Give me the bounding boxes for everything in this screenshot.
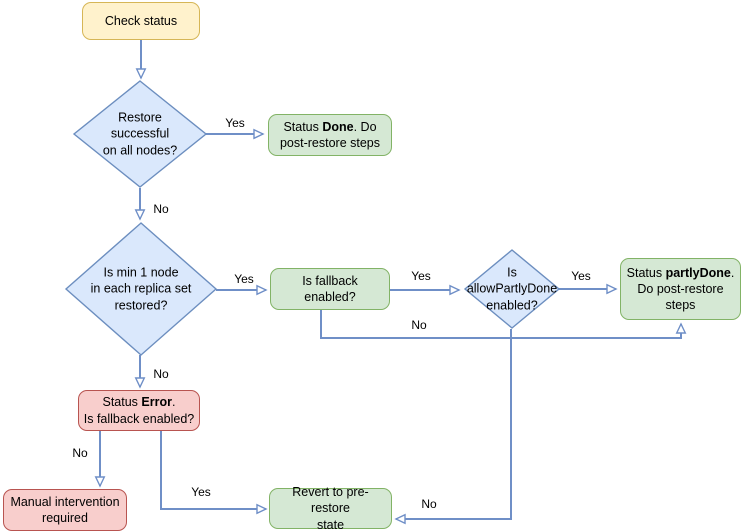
node-status-done: Status Done. Do post-restore steps — [268, 114, 392, 156]
node-status-error-label: Status Error. Is fallback enabled? — [83, 395, 195, 426]
node-status-partly-done-label: Status partlyDone. Do post-restore steps — [626, 265, 735, 313]
diamonds — [64, 80, 561, 356]
node-status-error: Status Error. Is fallback enabled? — [78, 390, 200, 431]
node-status-done-label: Status Done. Do post-restore steps — [279, 119, 381, 150]
edge-label-fallback-no: No — [411, 318, 427, 332]
node-check-status: Check status — [82, 2, 200, 40]
edge-label-apd-no: No — [421, 497, 437, 511]
node-status-partly-done: Status partlyDone. Do post-restore steps — [620, 258, 741, 320]
edge-apd-no-to-revert — [394, 329, 512, 525]
diamond-allow-partly-done — [463, 249, 561, 329]
node-fallback-enabled: Is fallback enabled? — [270, 268, 390, 310]
node-fallback-enabled-label: Is fallback enabled? — [302, 273, 358, 304]
edge-label-restore-yes: Yes — [225, 116, 245, 130]
edge-label-error-yes: Yes — [191, 485, 211, 499]
edge-error-yes-to-revert — [160, 431, 268, 515]
node-check-status-label: Check status — [104, 13, 178, 28]
node-manual-intervention-label: Manual intervention required — [10, 494, 120, 525]
edge-fallback-no-to-partlydone — [320, 310, 687, 339]
node-revert-state: Revert to pre-restore state — [269, 485, 392, 531]
connectors — [94, 40, 687, 525]
diamond-min-one-node — [64, 222, 218, 356]
edge-label-error-no: No — [72, 446, 88, 460]
edge-label-restore-no: No — [153, 202, 169, 216]
edge-label-apd-yes: Yes — [571, 269, 591, 283]
node-manual-intervention: Manual intervention required — [3, 489, 127, 531]
edge-label-fallback-yes: Yes — [411, 269, 431, 283]
node-revert-state-label: Revert to pre-restore state — [292, 485, 369, 531]
diamond-restore-successful — [72, 80, 208, 188]
edge-label-minnode-yes: Yes — [234, 272, 254, 286]
edge-label-minnode-no: No — [153, 367, 169, 381]
